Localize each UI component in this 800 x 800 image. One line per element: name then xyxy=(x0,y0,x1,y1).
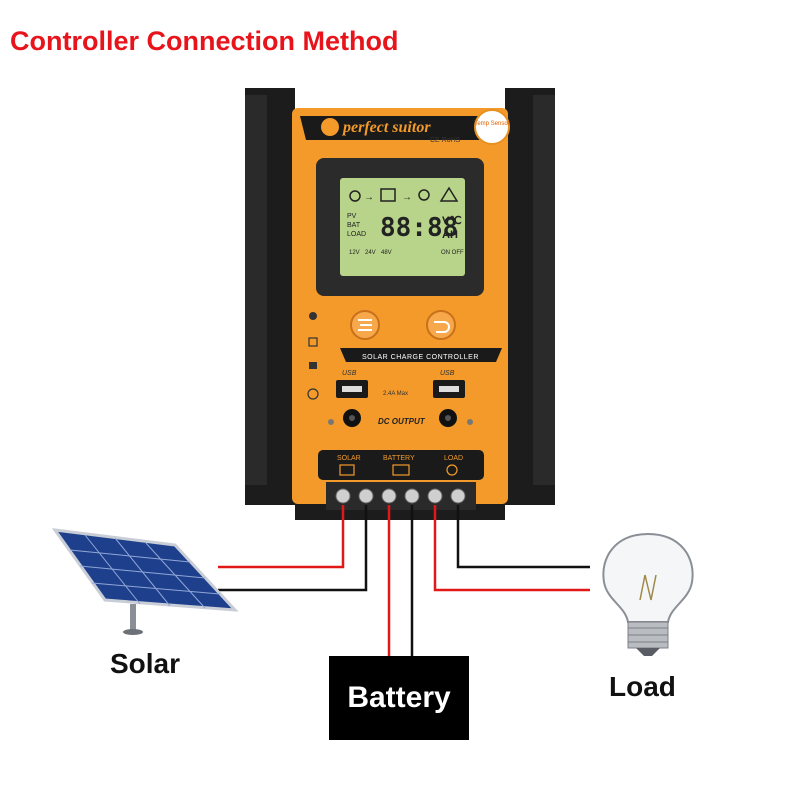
solar-label: Solar xyxy=(110,648,181,679)
charge-controller: perfect suitor CE RoHS Temp Sensor → → P… xyxy=(245,88,555,520)
battery-terminal-icon xyxy=(392,464,410,476)
load-positive-wire xyxy=(433,505,590,592)
battery-label-box: Battery xyxy=(329,656,469,740)
svg-text:→: → xyxy=(402,192,412,203)
battery-icon xyxy=(380,188,396,202)
svg-text:BATTERY: BATTERY xyxy=(383,455,415,462)
svg-text:DC OUTPUT: DC OUTPUT xyxy=(378,417,426,426)
lcd-digits: 88:88 xyxy=(380,213,458,243)
svg-text:48V: 48V xyxy=(381,250,392,256)
light-bulb-image xyxy=(602,532,694,656)
svg-text:PV: PV xyxy=(347,213,357,220)
load-label: Load xyxy=(609,671,676,702)
svg-text:→: → xyxy=(364,192,374,203)
certifications: CE RoHS xyxy=(430,137,461,144)
wires xyxy=(218,505,590,656)
lcd-screen xyxy=(340,178,465,276)
svg-text:USB: USB xyxy=(342,370,357,377)
svg-text:AH: AH xyxy=(442,229,458,241)
solar-negative-wire xyxy=(218,505,368,592)
sun-icon xyxy=(349,190,361,202)
page-title: Controller Connection Method xyxy=(10,26,399,56)
solar-positive-wire xyxy=(218,505,345,569)
svg-text:SOLAR: SOLAR xyxy=(337,455,361,462)
solar-panel-image xyxy=(51,528,239,635)
screw-terminals xyxy=(335,488,466,504)
back-button[interactable] xyxy=(426,310,456,340)
panel-label: SOLAR CHARGE CONTROLLER xyxy=(362,354,479,361)
timer-icon xyxy=(307,388,319,400)
sun-logo-icon xyxy=(321,118,339,136)
svg-text:12V: 12V xyxy=(349,250,360,256)
lock-icon xyxy=(309,362,317,369)
svg-text:V℃: V℃ xyxy=(442,215,462,227)
chip-icon xyxy=(308,337,318,347)
menu-icon xyxy=(358,319,372,331)
svg-text:2.4A Max: 2.4A Max xyxy=(383,391,408,397)
bulb-icon xyxy=(418,189,430,201)
svg-text:LOAD: LOAD xyxy=(444,455,463,462)
solar-panel-icon xyxy=(339,464,355,476)
temp-sensor-label: Temp Sensor xyxy=(474,121,509,127)
warning-icon xyxy=(439,186,459,202)
load-negative-wire xyxy=(456,505,590,569)
brand-name: perfect suitor xyxy=(341,119,431,136)
svg-text:BAT: BAT xyxy=(347,222,361,229)
return-icon xyxy=(434,321,450,333)
load-terminal-icon xyxy=(446,464,458,476)
svg-text:ON OFF: ON OFF xyxy=(441,250,464,256)
svg-text:LOAD: LOAD xyxy=(347,231,366,238)
svg-text:24V: 24V xyxy=(365,250,376,256)
temp-sensor xyxy=(474,109,510,145)
battery-label: Battery xyxy=(347,681,451,714)
svg-text:USB: USB xyxy=(440,370,455,377)
gear-icon xyxy=(309,312,317,320)
